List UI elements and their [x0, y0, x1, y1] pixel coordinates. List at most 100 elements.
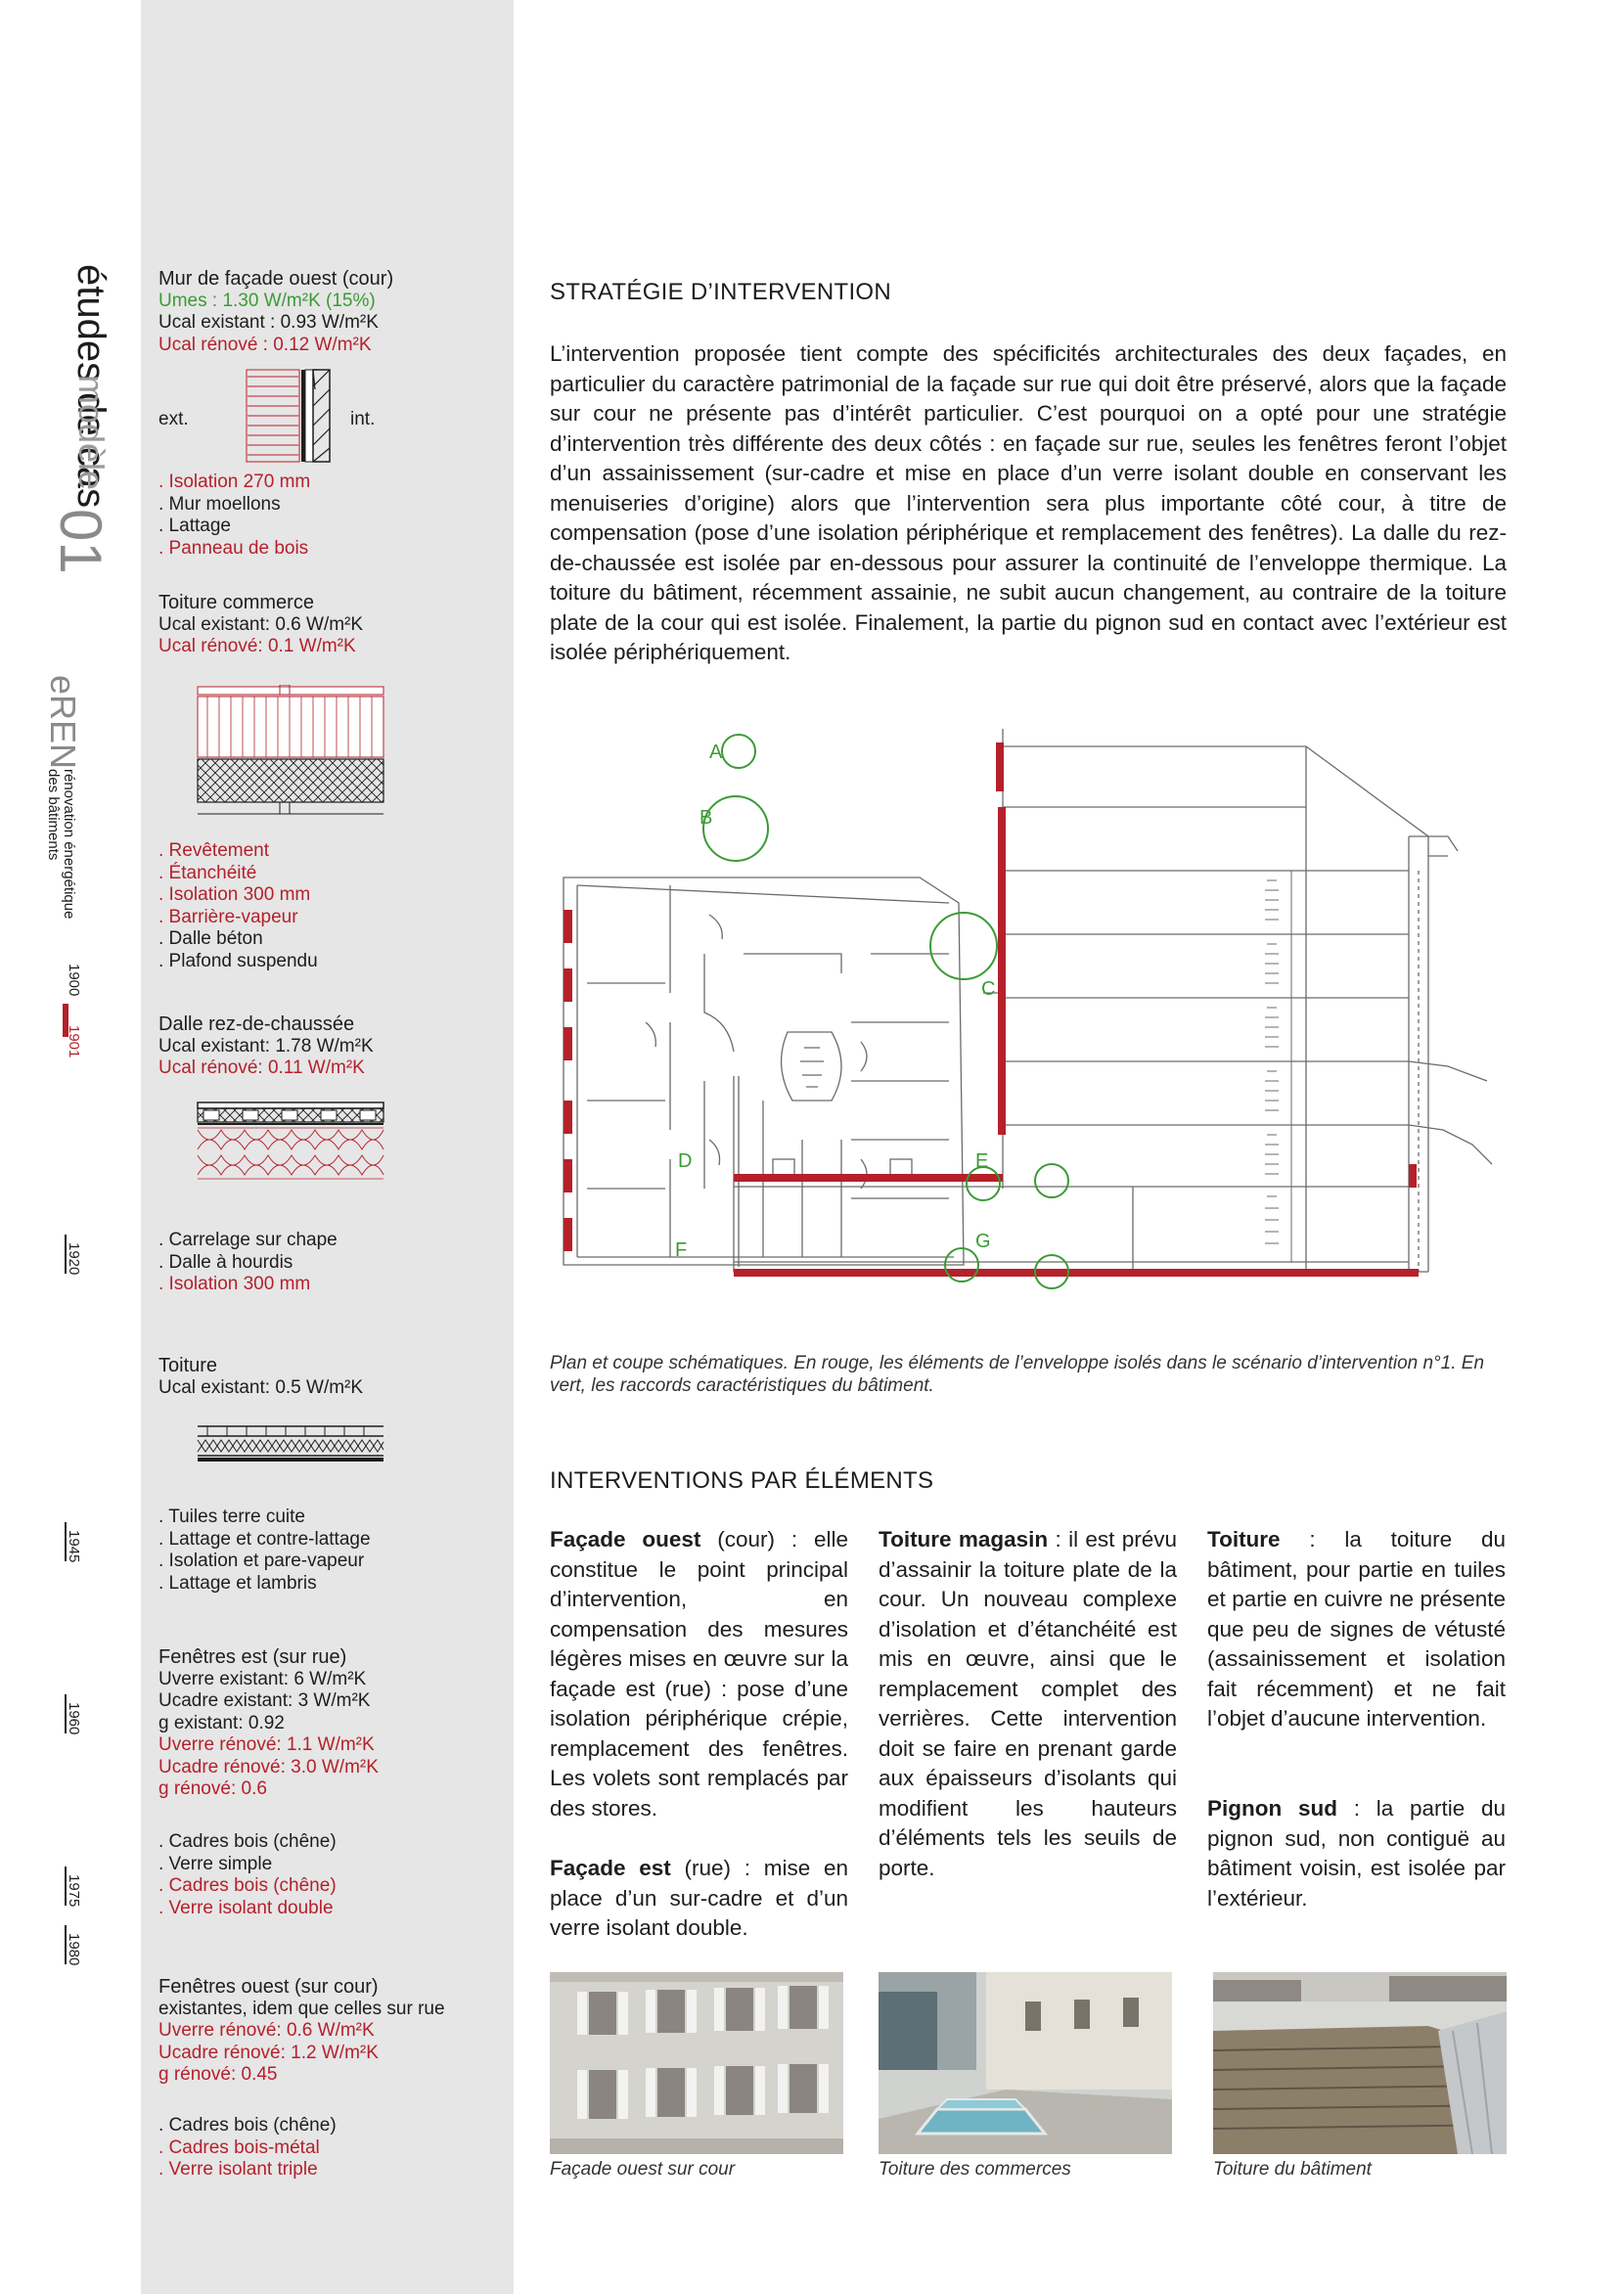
wall-section-diagram: [246, 369, 331, 463]
photo-caption-3: Toiture du bâtiment: [1213, 2159, 1372, 2180]
layer-item: . Lattage et contre-lattage: [158, 1528, 371, 1550]
spec-uverre-renov: Uverre rénové: 1.1 W/m²K: [158, 1734, 375, 1755]
spec-ucadre-renov: Ucadre rénové: 1.2 W/m²K: [158, 2042, 379, 2063]
floor-plan: [563, 877, 965, 1266]
spec-uverre-renov: Uverre rénové: 0.6 W/m²K: [158, 2020, 375, 2041]
spec-title: Mur de façade ouest (cour): [158, 268, 394, 290]
junction-label-e: E: [975, 1150, 988, 1172]
layer-item: . Plafond suspendu: [158, 950, 318, 971]
column-text: (rue) : mise en place d’un sur-cadre et …: [550, 1856, 849, 1940]
layer-item: . Étanchéité: [158, 862, 257, 883]
timeline-tick: [65, 1522, 67, 1561]
timeline-marker: [63, 1004, 68, 1037]
column-text: : la toiture du bâtiment, pour partie en…: [1207, 1527, 1506, 1731]
spec-g-renov: g rénové: 0.45: [158, 2064, 278, 2085]
spec-layers: . Cadres bois (chêne) . Verre simple . C…: [158, 1831, 501, 1919]
brand-logo: eREN: [43, 675, 83, 770]
layer-item: . Isolation 270 mm: [158, 472, 311, 492]
layer-item: . Verre isolant double: [158, 1897, 334, 1918]
wall-int-label: int.: [350, 409, 376, 429]
layer-item: . Tuiles terre cuite: [158, 1507, 305, 1527]
layer-item: . Revêtement: [158, 840, 269, 861]
column-text: : il est prévu d’assainir la toiture pla…: [879, 1527, 1177, 1880]
timeline-year: 1975: [66, 1874, 82, 1908]
column-term: Façade est: [550, 1856, 671, 1880]
spec-renov: Ucal rénové: 0.1 W/m²K: [158, 636, 356, 656]
column-toiture: Toiture : la toiture du bâtiment, pour p…: [1207, 1525, 1506, 1734]
layer-item: . Cadres bois (chêne): [158, 1875, 337, 1896]
layer-item: . Carrelage sur chape: [158, 1230, 338, 1250]
spec-g-renov: g rénové: 0.6: [158, 1778, 267, 1799]
spec-title: Dalle rez-de-chaussée: [158, 1013, 355, 1035]
spec-title: Toiture: [158, 1355, 218, 1376]
junction-labels: A B C D E F G: [675, 742, 995, 1261]
layer-item: . Cadres bois (chêne): [158, 2115, 337, 2136]
spec-exist: Ucal existant: 0.5 W/m²K: [158, 1376, 364, 1398]
spec-mur-facade: Mur de façade ouest (cour) Umes : 1.30 W…: [158, 268, 501, 356]
junction-label-d: D: [678, 1150, 692, 1172]
photo-toiture-commerces: [879, 1972, 1172, 2154]
spec-layers: . Cadres bois (chêne) . Cadres bois-méta…: [158, 2115, 501, 2182]
section-number: 01: [48, 509, 113, 574]
column-term: Toiture: [1207, 1527, 1281, 1552]
column-pignon-sud: Pignon sud : la partie du pignon sud, no…: [1207, 1794, 1506, 1913]
layer-item: . Lattage: [158, 516, 231, 536]
wall-ext-label: ext.: [158, 409, 189, 429]
timeline-year: 1960: [66, 1702, 82, 1735]
drawing-caption: Plan et coupe schématiques. En rouge, le…: [550, 1353, 1485, 1396]
timeline-tick: [65, 1235, 67, 1274]
section-stairs: [1252, 870, 1292, 1262]
layer-item: . Dalle à hourdis: [158, 1251, 293, 1273]
column-facade-est: Façade est (rue) : mise en place d’un su…: [550, 1854, 848, 1944]
spec-exist: Ucal existant: 1.78 W/m²K: [158, 1035, 374, 1057]
layer-item: . Dalle béton: [158, 928, 263, 949]
elements-heading: INTERVENTIONS PAR ÉLÉMENTS: [550, 1467, 934, 1494]
photo-toiture-batiment: [1213, 1972, 1507, 2154]
spec-layers: . Isolation 270 mm . Mur moellons . Latt…: [158, 472, 501, 560]
layer-item: . Barrière-vapeur: [158, 906, 298, 927]
spec-exist: Ucal existant : 0.93 W/m²K: [158, 312, 379, 333]
layer-item: . Panneau de bois: [158, 537, 309, 559]
spec-ucadre-renov: Ucadre rénové: 3.0 W/m²K: [158, 1756, 379, 1777]
timeline-tick: [65, 1925, 67, 1964]
column-text: (cour) : elle constitue le point princip…: [550, 1527, 848, 1821]
photo-caption-2: Toiture des commerces: [879, 2159, 1071, 2180]
spec-ucadre: Ucadre existant: 3 W/m²K: [158, 1690, 371, 1711]
strategy-heading: STRATÉGIE D’INTERVENTION: [550, 279, 892, 305]
column-term: Toiture magasin: [879, 1527, 1049, 1552]
section-cut: [733, 729, 1493, 1273]
section-series: modèle: [71, 375, 112, 491]
column-text: : la partie du pignon sud, non contiguë …: [1207, 1796, 1506, 1911]
timeline-year: 1900: [66, 964, 82, 997]
layer-item: . Isolation 300 mm: [158, 884, 311, 905]
timeline-tick: [65, 1867, 67, 1906]
layer-item: . Isolation 300 mm: [158, 1274, 311, 1294]
spec-renov: Ucal rénové : 0.12 W/m²K: [158, 334, 372, 355]
spec-title: Fenêtres est (sur rue): [158, 1646, 347, 1668]
column-toiture-magasin: Toiture magasin : il est prévu d’assaini…: [879, 1525, 1177, 1883]
junction-label-f: F: [675, 1239, 687, 1261]
timeline-tick: [65, 1694, 67, 1733]
section-insulation: [734, 742, 1419, 1277]
junction-label-b: B: [699, 807, 712, 829]
spec-layers: . Carrelage sur chape . Dalle à hourdis …: [158, 1230, 501, 1296]
roof-diagram: [197, 1425, 384, 1462]
timeline-year: 1920: [66, 1242, 82, 1276]
spec-uverre: Uverre existant: 6 W/m²K: [158, 1668, 367, 1689]
strategy-paragraph: L’intervention proposée tient compte des…: [550, 341, 1507, 664]
junction-markers: [702, 734, 1069, 1289]
spec-layers: . Tuiles terre cuite . Lattage et contre…: [158, 1507, 501, 1595]
photo-facade-ouest: [550, 1972, 843, 2154]
plan-insulated-windows: [564, 910, 572, 1251]
layer-item: . Isolation et pare-vapeur: [158, 1551, 365, 1571]
spec-fenetres-ouest: Fenêtres ouest (sur cour) existantes, id…: [158, 1976, 501, 2087]
layer-item: . Cadres bois-métal: [158, 2137, 320, 2158]
spec-toiture-commerce: Toiture commerce Ucal existant: 0.6 W/m²…: [158, 592, 501, 658]
photo-caption-1: Façade ouest sur cour: [550, 2159, 736, 2180]
layer-item: . Verre isolant triple: [158, 2159, 318, 2180]
junction-label-a: A: [709, 742, 723, 763]
timeline-year: 1945: [66, 1530, 82, 1563]
brand-line-2: des bâtiments: [45, 769, 62, 861]
spec-fenetres-est: Fenêtres est (sur rue) Uverre existant: …: [158, 1646, 501, 1801]
spec-umes: Umes : 1.30 W/m²K (15%): [158, 290, 376, 311]
